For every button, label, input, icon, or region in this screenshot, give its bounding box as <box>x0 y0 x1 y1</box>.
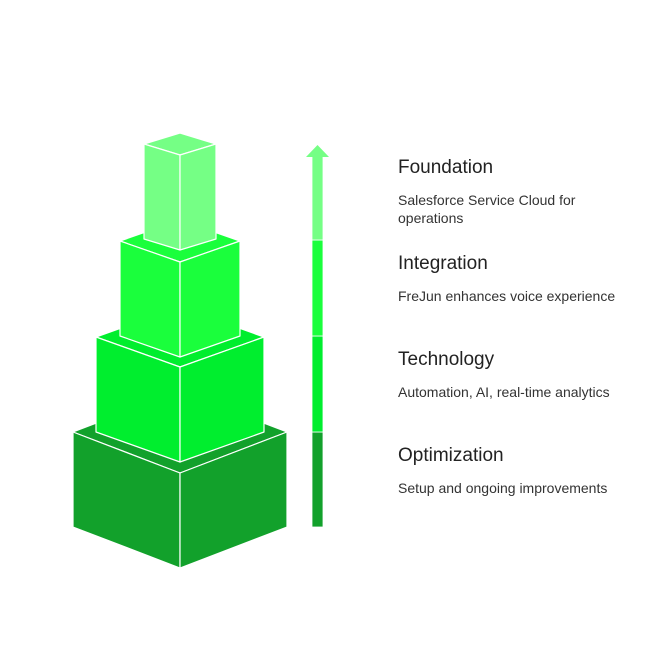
item-description: Salesforce Service Cloud for operations <box>398 192 576 226</box>
item-foundation: Foundation Salesforce Service Cloud for … <box>398 157 628 227</box>
item-technology: Technology Automation, AI, real-time ana… <box>398 349 628 401</box>
item-description: FreJun enhances voice experience <box>398 288 616 304</box>
arrow-segment-integration <box>311 239 324 337</box>
item-title: Foundation <box>398 157 494 178</box>
item-integration: Integration FreJun enhances voice experi… <box>398 253 628 305</box>
item-description: Setup and ongoing improvements <box>398 480 608 496</box>
item-title: Technology <box>398 349 495 370</box>
box-right-face <box>179 240 241 358</box>
item-title: Optimization <box>398 445 504 466</box>
item-description: Automation, AI, real-time analytics <box>398 384 610 400</box>
item-title: Integration <box>398 253 488 274</box>
box-right-face <box>179 336 265 463</box>
arrow-head-icon <box>306 145 329 157</box>
box-foundation <box>143 132 217 251</box>
arrow-segment-technology <box>311 335 324 433</box>
arrow-segment-foundation <box>311 155 324 241</box>
box-right-face <box>179 431 288 569</box>
box-left-face <box>119 240 181 358</box>
progress-arrow <box>306 145 329 528</box>
item-optimization: Optimization Setup and ongoing improveme… <box>398 445 628 497</box>
box-right-face <box>179 143 217 251</box>
box-left-face <box>143 143 181 251</box>
arrow-segment-optimization <box>311 431 324 528</box>
